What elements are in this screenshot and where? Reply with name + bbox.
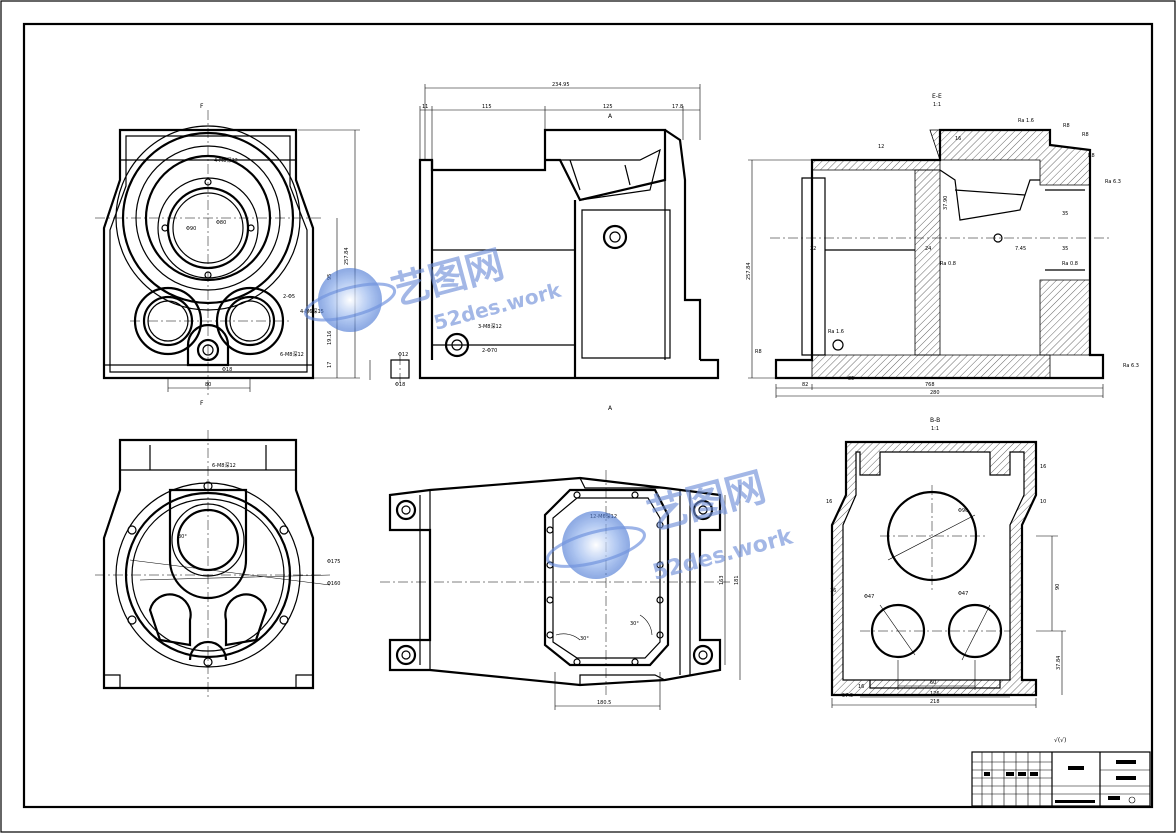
watermark-cn-2: 艺图网 [643, 464, 771, 539]
rear-angle: 30° [178, 534, 187, 540]
front-note-right3: 6-M8深12 [280, 351, 304, 358]
bb-dia-right: Φ47 [958, 591, 968, 597]
ee-w1: 82 [802, 382, 808, 388]
ee-w4: 768 [925, 382, 935, 388]
rear-tap: 6-M8深12 [212, 462, 236, 469]
roughness-symbol: √(√) [1054, 737, 1066, 744]
section-mark-top: F [200, 103, 204, 110]
ee-r3: R8 [1088, 153, 1095, 159]
section-title-ee: E-E [932, 93, 942, 100]
side-small2: Φ18 [395, 382, 405, 388]
ee-dim-d: 22 [810, 246, 816, 252]
front-tap-top: 4-M8深22 [214, 157, 238, 164]
ee-dim-a: 35 [1062, 211, 1068, 217]
rear-dia1: Φ175 [327, 559, 340, 565]
ee-dim-f: 12 [878, 144, 884, 150]
top-view-width: 180.5 [597, 700, 611, 706]
top-dim-d4: 17.8 [672, 104, 683, 110]
ee-dim-e: 24 [925, 246, 931, 252]
side-letter-bottom: A [608, 405, 613, 412]
front-dia-bore: Φ90 [186, 226, 196, 232]
bb-dia-left: Φ47 [864, 594, 874, 600]
section-view-ee: E-E 1:1 Ra 1.6 Ra 1.6 Ra 6.3 Ra 6.3 R8 R… [746, 93, 1139, 398]
title-block [971, 751, 1151, 807]
ee-ra4: Ra 6.3 [1123, 363, 1139, 369]
front-width-bottom: 80 [205, 382, 211, 388]
front-note-right2: 4-M6深15 [300, 308, 324, 315]
side-view: 234.95 11 115 125 17.8 A A 3-M8深12 2-Φ70… [369, 82, 720, 412]
ee-w3: 85 [848, 376, 854, 382]
top-view-h2: 181 [734, 575, 740, 585]
bb-side2: 16 [826, 499, 832, 505]
ee-r4: R8 [755, 349, 762, 355]
side-tap1: 3-M8深12 [478, 323, 502, 330]
top-dim-d3: 125 [603, 104, 613, 110]
side-letter-top: A [608, 113, 613, 120]
bb-side5: 16 [858, 684, 864, 690]
top-view-angle2: 30° [630, 621, 639, 627]
side-small1: Φ12 [398, 352, 408, 358]
section-mark-bottom: F [200, 400, 204, 407]
bb-w2: 126 [930, 691, 940, 697]
bb-dia-top: Φ90 [958, 508, 968, 514]
top-dim-d1: 11 [422, 104, 428, 110]
bb-h1: 90 [1055, 584, 1061, 590]
section-scale-bb: 1:1 [931, 426, 939, 432]
top-view-angle1: 30° [580, 636, 589, 642]
top-dim-d2: 115 [482, 104, 492, 110]
ee-height: 257.84 [746, 263, 752, 281]
ee-r2: R8 [1082, 132, 1089, 138]
section-view-bb: B-B 1:1 Φ90 Φ47 Φ47 90 37.84 60 126 218 [826, 417, 1066, 708]
top-dim-overall: 234.95 [552, 82, 570, 88]
ee-r1: R8 [1063, 123, 1070, 129]
ee-ra2: Ra 1.6 [828, 329, 844, 335]
bb-side3: 10 [1040, 499, 1046, 505]
bb-side1: 16 [1040, 464, 1046, 470]
bb-w1: 60 [930, 680, 936, 686]
rear-dia2: Φ160 [327, 581, 340, 587]
ee-w2: 280 [930, 390, 940, 396]
ee-ra1: Ra 1.6 [1018, 118, 1034, 124]
ee-dim-h: 37.90 [943, 196, 949, 210]
side-tap2: 2-Φ70 [482, 348, 497, 354]
ee-ra5: Ra 0.8 [940, 261, 956, 267]
bb-side4: 16 [830, 588, 836, 594]
section-title-bb: B-B [930, 417, 940, 424]
bb-h2: 37.84 [1056, 656, 1062, 670]
ee-dim-c: 7.45 [1015, 246, 1026, 252]
front-height-total: 257.84 [344, 248, 350, 266]
ee-dim-g: 16 [955, 136, 961, 142]
ee-ra6: Ra 0.8 [1062, 261, 1078, 267]
ee-dim-b: 35 [1062, 246, 1068, 252]
section-scale-ee: 1:1 [933, 102, 941, 108]
top-view-h1: 163 [719, 575, 725, 585]
ee-ra3: Ra 6.3 [1105, 179, 1121, 185]
front-view: F F 4-M8深22 Φ90 Φ80 2-Φ5 4-M6深15 6-M8深12… [95, 103, 360, 407]
bb-w4: 57.5 [842, 693, 853, 699]
front-note-right1: 2-Φ5 [283, 294, 295, 300]
front-height-min: 17 [327, 362, 333, 368]
rear-view: 6-M8深12 Φ175 Φ160 30° [95, 430, 340, 700]
bb-w3: 218 [930, 699, 940, 705]
front-note-bottom: Φ18 [222, 367, 232, 373]
front-dia-inner: Φ80 [216, 220, 226, 226]
front-height-low: 19.16 [327, 331, 333, 345]
